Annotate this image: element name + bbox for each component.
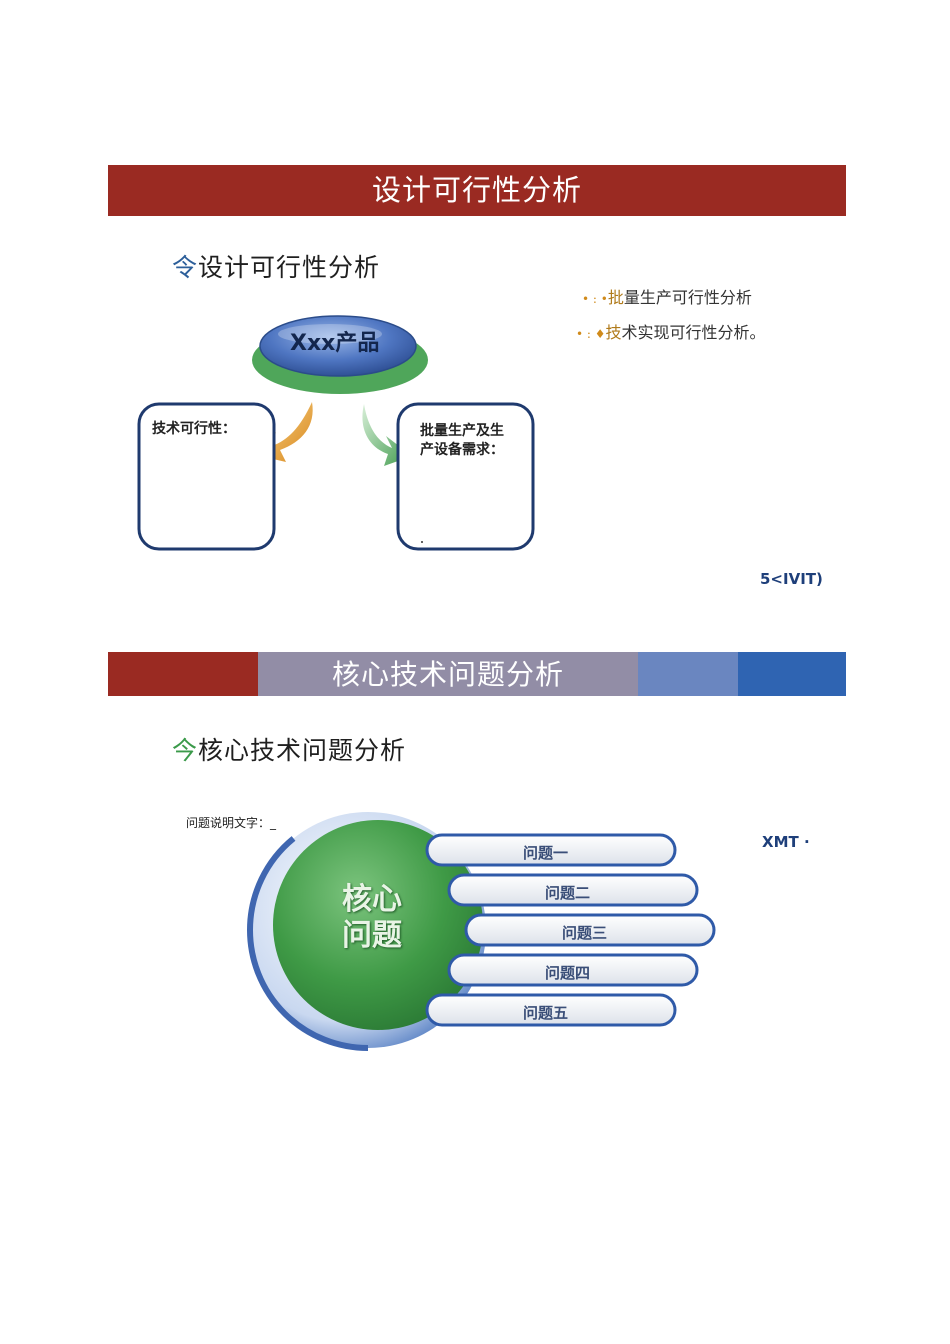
problem-pill (425, 993, 677, 1027)
problem-label-4: 问题四 (545, 964, 591, 982)
slide1-subheading-text: 设计可行性分析 (198, 253, 381, 282)
problem-pill (425, 833, 677, 867)
slide2-banner-title: 核心技术问题分析 (331, 658, 564, 691)
core-label-line1: 核心 (342, 882, 402, 917)
mass-production-box (396, 402, 535, 551)
slide2-subheading-bullet: 今 (172, 736, 199, 765)
problem-label-5: 问题五 (523, 1004, 569, 1022)
slide2-banner-blue (738, 652, 846, 696)
problem-pill (447, 873, 699, 907)
slide1-banner-title: 设计可行性分析 (371, 173, 582, 207)
side-list-item: • : •批量生产可行性分析 (582, 284, 752, 308)
side-item-text: 术实现可行性分析。 (621, 323, 766, 342)
bullet-dots: • : • (582, 292, 608, 306)
technical-feasibility-label: 技术可行性： (152, 421, 236, 437)
product-oval (259, 315, 417, 377)
side-item-highlight: 批 (607, 288, 624, 307)
problem-label-3: 问题三 (562, 924, 608, 942)
bullet-dots: • : ♦ (576, 327, 606, 341)
problem-pill (464, 913, 716, 947)
product-label: Xxx产品 (290, 331, 380, 356)
slide2-banner-lightblue (638, 652, 738, 696)
problem-caption: 问题说明文字：_ (186, 816, 277, 830)
slide2-subheading-text: 核心技术问题分析 (198, 736, 407, 765)
slide1-banner (108, 165, 846, 216)
slide2-subheading: 今核心技术问题分析 (172, 731, 406, 767)
feasibility-diagram (137, 315, 535, 551)
side-item-text: 量生产可行性分析 (623, 288, 752, 307)
slide1-subheading-bullet: 令 (172, 253, 199, 282)
slide2-page-note: XMT · (762, 833, 810, 851)
mass-production-label-line1: 批量生产及生 (420, 423, 504, 439)
technical-feasibility-box (137, 402, 276, 551)
slide2-banner-gray (258, 652, 638, 696)
side-item-highlight: 技 (605, 323, 622, 342)
slide2-banner-red (108, 652, 258, 696)
core-problems-diagram (247, 809, 716, 1051)
slide1-page-note: 5<IVIT) (760, 570, 823, 588)
slide1-subheading: 令设计可行性分析 (172, 248, 380, 284)
side-list-item: • : ♦技术实现可行性分析。 (576, 319, 766, 343)
problem-label-1: 问题一 (523, 844, 569, 862)
problem-label-2: 问题二 (545, 884, 591, 902)
mass-production-label-line2: 产设备需求： (420, 442, 504, 458)
core-circle (273, 820, 483, 1030)
problem-pill (447, 953, 699, 987)
core-label-line2: 问题 (342, 918, 402, 953)
